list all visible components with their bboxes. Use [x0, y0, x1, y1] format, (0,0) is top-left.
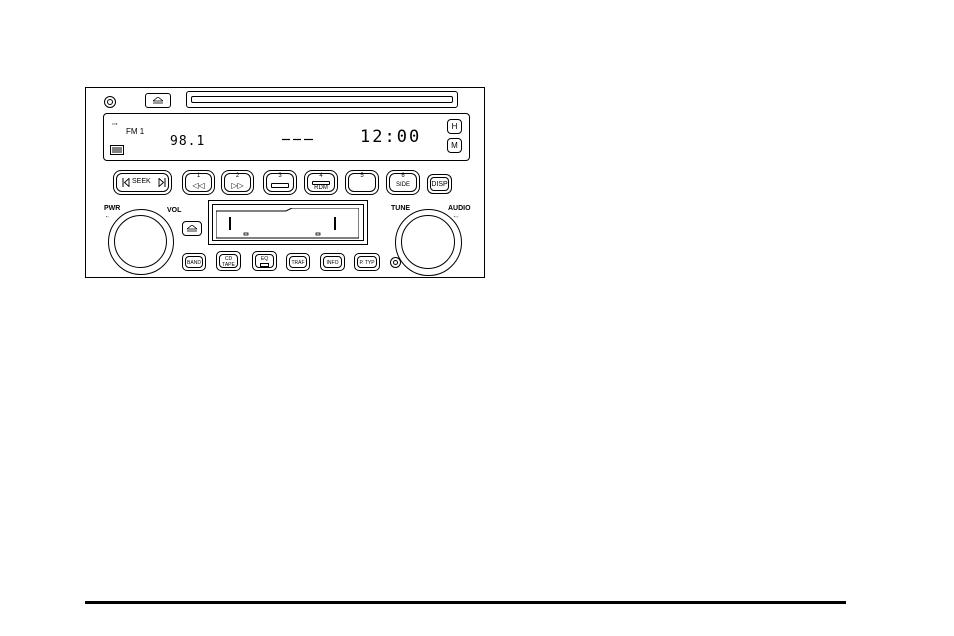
- band-button[interactable]: BAND: [182, 253, 206, 271]
- frequency-readout: 98.1: [170, 134, 206, 149]
- volume-knob[interactable]: [108, 209, 174, 275]
- radio-faceplate: ▭◐ FM 1 98.1 12:00 H M SEEK: [85, 87, 485, 278]
- tape-eject-button[interactable]: [182, 221, 202, 236]
- tune-label: TUNE: [391, 205, 411, 212]
- eject-icon: [187, 225, 197, 232]
- footer-rule: [85, 601, 846, 604]
- cd-eject-button[interactable]: [145, 93, 171, 108]
- small-indicator-knob[interactable]: [390, 257, 401, 268]
- band-text: FM 1: [126, 127, 145, 136]
- cd-slot[interactable]: [186, 91, 458, 108]
- audio-label: AUDIO: [448, 205, 471, 212]
- pwr-label: PWR: [104, 205, 121, 212]
- preset-5-button[interactable]: 5: [345, 170, 379, 195]
- preset-3-button[interactable]: 3: [263, 170, 297, 195]
- small-knob[interactable]: [104, 96, 116, 108]
- eject-icon: [153, 97, 163, 104]
- seek-button[interactable]: SEEK: [113, 170, 172, 195]
- pwr-sub-icon: ◔▫: [105, 214, 109, 219]
- lcd-display: ▭◐ FM 1 98.1 12:00 H M: [103, 113, 470, 161]
- preset-1-button[interactable]: 1 ◁◁: [182, 170, 215, 195]
- stereo-indicator: ▭◐: [112, 121, 119, 126]
- tune-knob[interactable]: [395, 209, 462, 276]
- seek-label: SEEK: [132, 178, 151, 185]
- cd-indicator-icon: [110, 145, 124, 155]
- minute-button[interactable]: M: [447, 138, 462, 153]
- eq-button[interactable]: EQ: [252, 251, 277, 271]
- seek-forward-icon: [158, 178, 166, 187]
- signal-dashes: [282, 138, 313, 141]
- vol-label: VOL: [167, 207, 182, 214]
- info-button[interactable]: INFO: [320, 253, 345, 271]
- ptyp-button[interactable]: P. TYP: [354, 253, 380, 271]
- cassette-door[interactable]: [208, 200, 368, 245]
- clock-readout: 12:00: [360, 127, 422, 147]
- preset-6-button[interactable]: 6 SIDE: [386, 170, 420, 195]
- audio-sub-icon: ◔▫▫: [453, 214, 459, 219]
- traf-button[interactable]: TRAF: [286, 253, 310, 271]
- cd-tape-button[interactable]: CD TAPE: [216, 251, 241, 271]
- disp-button[interactable]: DISP: [427, 174, 452, 194]
- preset-2-button[interactable]: 2 ▷▷: [221, 170, 254, 195]
- hour-button[interactable]: H: [447, 119, 462, 134]
- preset-4-button[interactable]: 4 RDM: [304, 170, 338, 195]
- cassette-window: [216, 208, 359, 239]
- seek-back-icon: [122, 178, 130, 187]
